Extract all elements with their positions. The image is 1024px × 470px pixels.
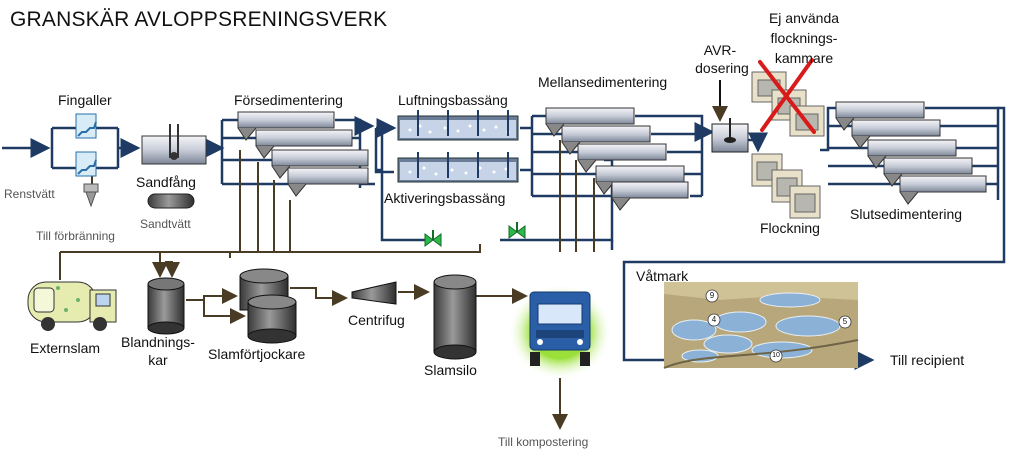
fine-screen: [75, 113, 99, 208]
mixing-tank: [147, 277, 185, 335]
aeration-basin: [397, 110, 519, 141]
sludge-transport-truck: [508, 284, 612, 380]
label-fingaller: Fingaller: [58, 92, 112, 108]
label-externslam: Externslam: [30, 340, 101, 356]
label-avr-line2: dosering: [695, 60, 749, 76]
label-slutsedimentering: Slutsedimentering: [850, 206, 963, 222]
external-sludge-truck: [27, 281, 117, 331]
wetland-map: [663, 282, 859, 369]
label-centrifug: Centrifug: [348, 312, 405, 328]
label-slamfortjockare: Slamförtjockare: [208, 346, 306, 362]
label-unused-line1: Ej använda: [768, 10, 840, 26]
map-number-10: 10: [772, 352, 780, 359]
sludge-pipes: [59, 80, 728, 430]
map-number-4: 4: [711, 315, 717, 324]
label-slamsilo: Slamsilo: [424, 362, 477, 378]
sludge-thickeners: [239, 268, 297, 344]
label-renstvatt: Renstvätt: [4, 187, 55, 201]
label-flockning: Flockning: [760, 220, 820, 236]
label-unused-line2: flocknings-: [770, 30, 838, 46]
label-till-kompostering: Till kompostering: [498, 435, 589, 449]
avr-dosing-tank: [711, 118, 749, 153]
label-luftningsbassang: Luftningsbassäng: [398, 92, 508, 108]
label-blandnings-line2: kar: [148, 352, 168, 368]
cross-mark: [758, 58, 816, 134]
flocculation-chambers: [751, 153, 821, 219]
grit-chamber: [141, 124, 207, 165]
grit-washer: [147, 193, 195, 209]
label-blandnings-line1: Blandnings-: [121, 334, 195, 350]
label-till-recipient: Till recipient: [890, 352, 965, 368]
final-sedimentation-tanks: [835, 101, 987, 205]
label-mellansedimentering: Mellansedimentering: [538, 74, 668, 90]
intermediate-sedimentation-tanks: [545, 107, 689, 211]
label-avr-line1: AVR-: [703, 42, 737, 58]
page-title: GRANSKÄR AVLOPPSRENINGSVERK: [10, 8, 388, 31]
valve-2[interactable]: [508, 222, 526, 239]
label-sandtvatt: Sandtvätt: [140, 217, 191, 231]
sludge-silo: [433, 274, 477, 360]
label-forsedimentering: Försedimentering: [234, 92, 343, 108]
activation-basin: [397, 152, 519, 183]
label-sandfang: Sandfång: [136, 174, 196, 190]
map-number-5: 5: [842, 317, 848, 326]
map-number-9: 9: [709, 291, 715, 300]
label-aktiveringsbassang: Aktiveringsbassäng: [384, 190, 506, 206]
centrifuge: [351, 281, 397, 305]
label-unused-line3: kammare: [774, 50, 834, 66]
label-till-forbranning: Till förbränning: [36, 229, 115, 243]
label-vatmark: Våtmark: [636, 268, 689, 284]
valve-1[interactable]: [424, 230, 442, 247]
primary-sedimentation-tanks: [237, 111, 369, 197]
